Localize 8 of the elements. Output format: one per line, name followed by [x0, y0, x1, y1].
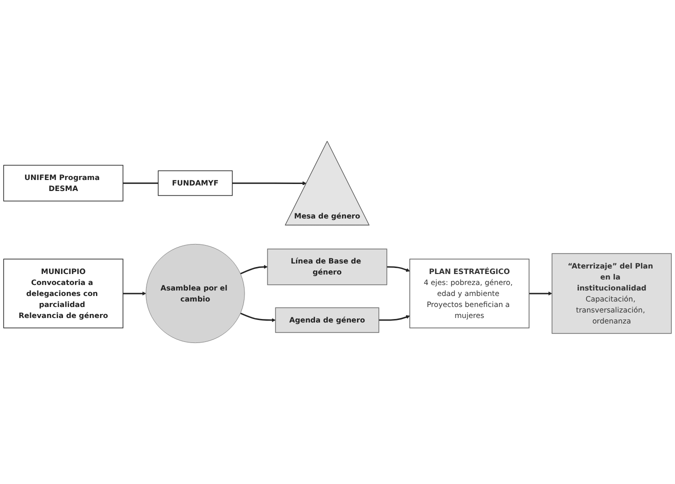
arrow [122, 291, 146, 296]
arrow [529, 291, 552, 296]
arrow [386, 266, 410, 272]
arrow [232, 181, 307, 186]
arrow [240, 312, 276, 322]
connector [122, 182, 158, 184]
arrow [378, 315, 410, 321]
arrow [240, 264, 268, 274]
